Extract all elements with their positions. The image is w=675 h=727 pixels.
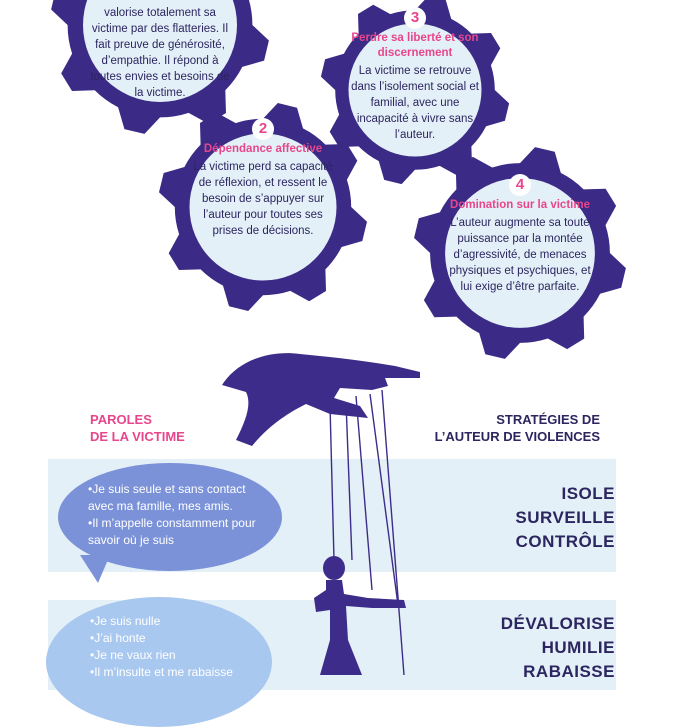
strategy-word: ISOLE xyxy=(561,484,615,503)
gear-shape-icon xyxy=(320,0,510,185)
gear-step-4: 4 Domination sur la victime L’auteur aug… xyxy=(413,146,627,360)
author-strategies-heading: STRATÉGIES DE L’AUTEUR DE VIOLENCES xyxy=(434,412,600,444)
gear-step-3: 3 Perdre sa liberté et son discernement … xyxy=(320,0,510,185)
step-number-badge: 2 xyxy=(252,118,274,140)
strategy-word: SURVEILLE xyxy=(515,508,615,527)
victim-quote: •Je suis nulle xyxy=(90,614,161,628)
step-number-badge: 4 xyxy=(509,174,531,196)
victim-quote: •Il m’appelle constamment pour savoir où… xyxy=(88,516,256,547)
victim-quote: •Je suis seule et sans contact avec ma f… xyxy=(88,482,246,513)
gear-center xyxy=(189,133,337,281)
gear-shape-icon xyxy=(51,0,269,134)
gear-1-body: valorise totalement sa victime par des f… xyxy=(90,7,230,99)
victim-quote-list: •Je suis seule et sans contact avec ma f… xyxy=(88,481,268,549)
gear-center xyxy=(83,0,237,102)
victim-words-heading: PAROLES DE LA VICTIME xyxy=(90,412,185,444)
gear-shape-icon xyxy=(159,103,367,311)
gear-step-2: 2 Dépendance affective La victime perd s… xyxy=(158,102,368,312)
gear-4-body: L’auteur augmente sa toute puissance par… xyxy=(449,217,591,293)
speech-bubble-tail-icon xyxy=(80,555,110,583)
gear-3-body: La victime se retrouve dans l’isolement … xyxy=(351,65,479,141)
author-strategy-group-1: ISOLE SURVEILLE CONTRÔLE xyxy=(515,482,615,554)
victim-quote: •Je ne vaux rien xyxy=(90,648,176,662)
step-number-badge: 3 xyxy=(404,7,426,29)
puppeteer-hand-icon xyxy=(222,353,420,675)
gear-4-title: Domination sur la victime xyxy=(450,199,590,211)
gear-center xyxy=(348,23,482,157)
strategy-word: DÉVALORISE xyxy=(500,614,615,633)
gear-3-title: Perdre sa liberté et son discernement xyxy=(351,32,479,59)
gear-shape-icon xyxy=(414,147,626,359)
victim-quote-bubble-1: •Je suis seule et sans contact avec ma f… xyxy=(58,463,282,571)
gear-center xyxy=(445,178,595,328)
strategy-word: CONTRÔLE xyxy=(515,532,615,551)
gear-2-title: Dépendance affective xyxy=(203,143,323,155)
victim-quote: •J’ai honte xyxy=(90,631,146,645)
gear-2-body: La victime perd sa capacité de réflexion… xyxy=(193,161,333,237)
gear-step-1: valorise totalement sa victime par des f… xyxy=(50,0,270,135)
strategy-word: HUMILIE xyxy=(541,638,615,657)
